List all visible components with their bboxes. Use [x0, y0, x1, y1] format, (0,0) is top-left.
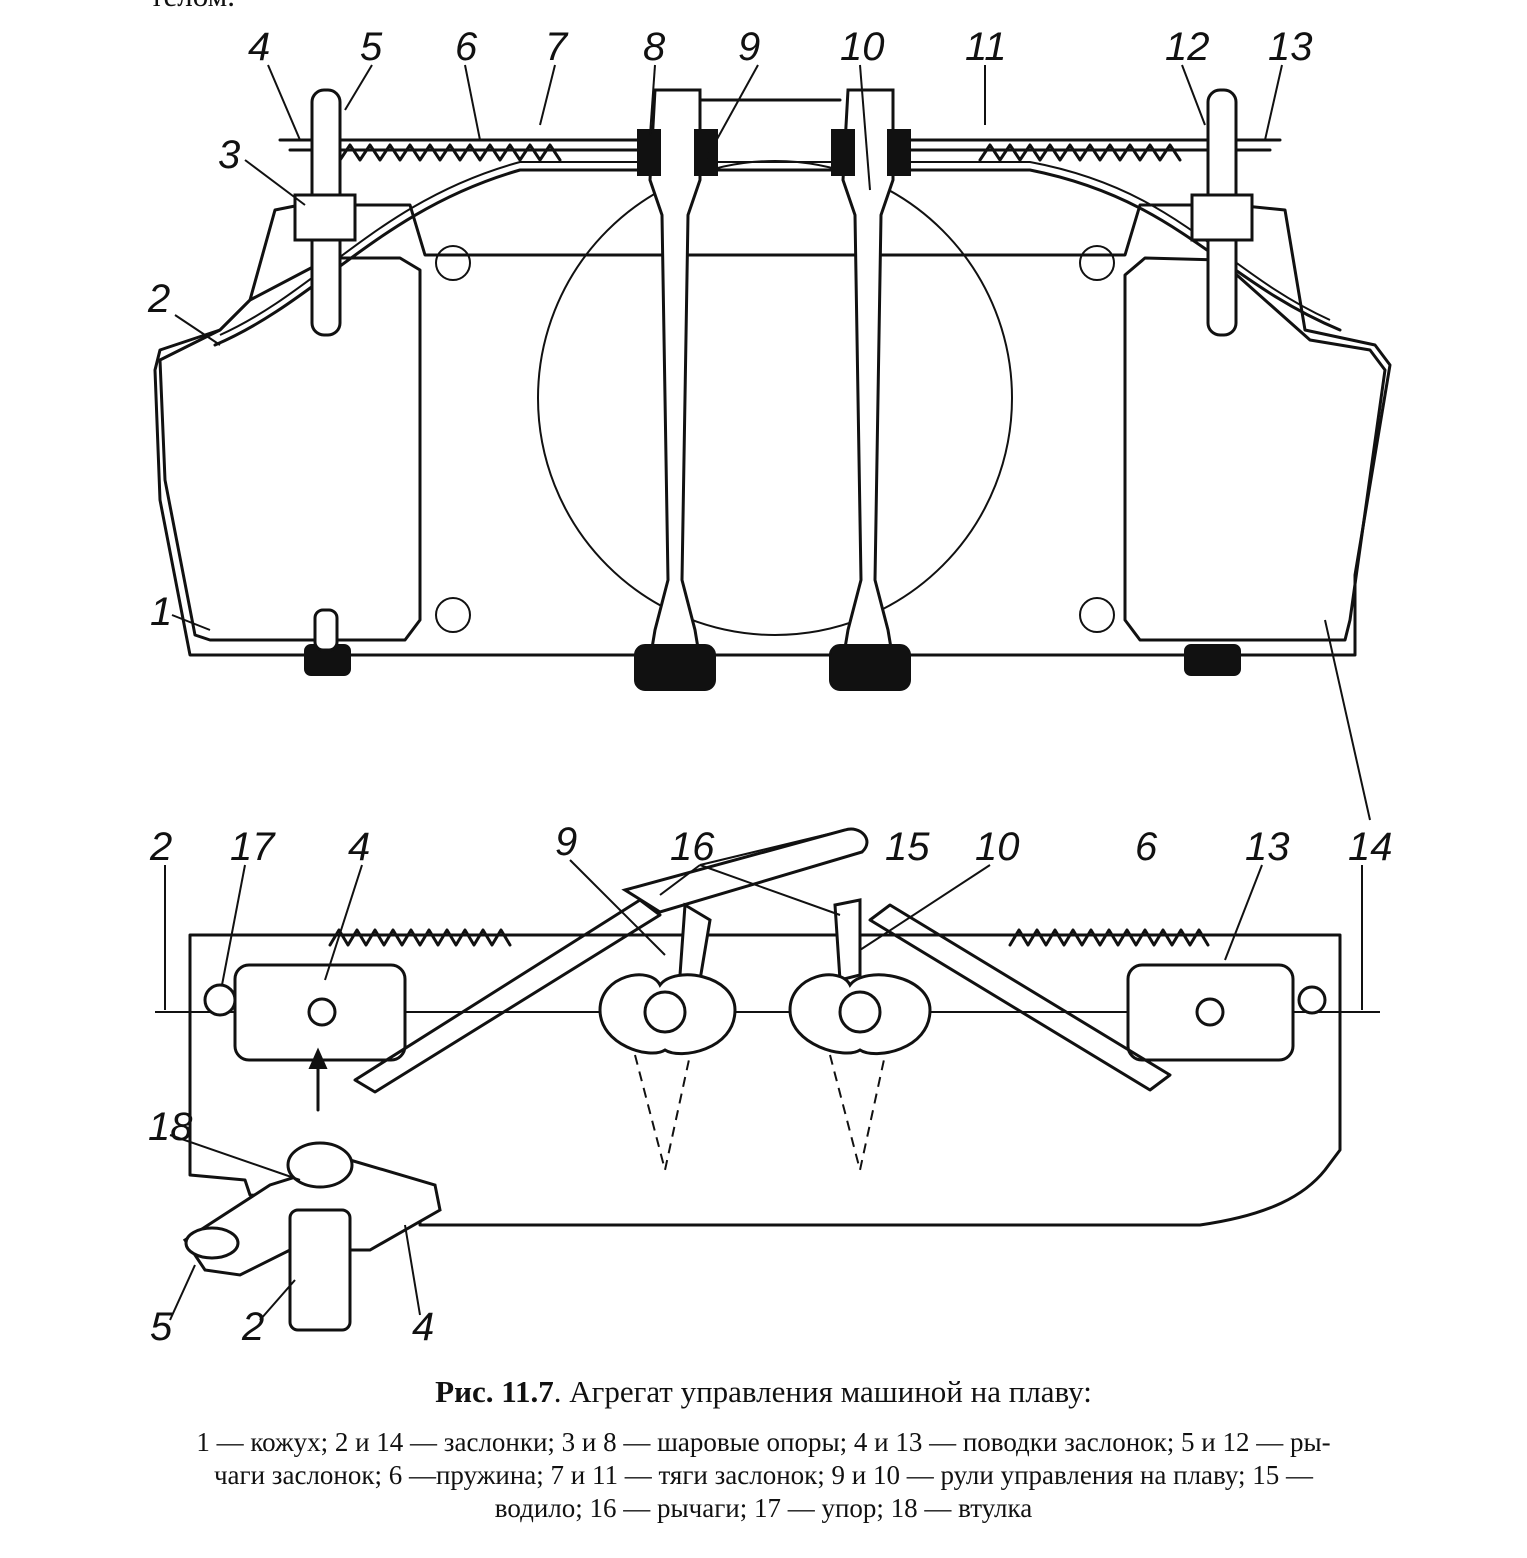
- ball-support: [694, 129, 718, 176]
- callout-2b: 2: [149, 825, 172, 869]
- lower-bushing: [634, 644, 716, 691]
- cowl-curve-inner: [219, 161, 1331, 336]
- spring-6-left: [328, 928, 512, 947]
- callout-13: 13: [1268, 25, 1313, 69]
- figure-caption: Рис. 11.7. Агрегат управления машиной на…: [60, 1372, 1467, 1525]
- carrier-15: [621, 827, 869, 914]
- callout-6b: 6: [1135, 825, 1158, 869]
- mount-hole: [435, 597, 471, 633]
- bushing-shaft: [288, 1208, 352, 1332]
- ball-support: [831, 129, 855, 176]
- lower-post: [313, 608, 339, 652]
- mount-hole: [435, 245, 471, 281]
- callout-2c: 2: [241, 1305, 264, 1349]
- lower-bushing: [829, 644, 911, 691]
- spring-6-right: [1008, 928, 1210, 947]
- side-view-assembly: 2 17 4 9 16 15 10 6 13 14 18 5 2 4: [148, 820, 1393, 1349]
- left-ball-joint: [293, 193, 357, 242]
- mount-hole: [1079, 245, 1115, 281]
- callout-10: 10: [840, 25, 885, 69]
- mount-hole: [1079, 597, 1115, 633]
- lever-eye: [184, 1226, 240, 1260]
- page-text-fragment: телом.: [150, 0, 235, 14]
- technical-drawing: 4 5 6 7 8 9 10 11 12 13 3 2 1: [147, 25, 1393, 1349]
- callout-3: 3: [218, 133, 240, 177]
- ball-support: [637, 129, 661, 176]
- stop-17: [203, 983, 237, 1017]
- callout-11: 11: [965, 25, 1007, 69]
- legend-line: чаги заслонок; 6 —пружина; 7 и 11 — тяги…: [213, 1460, 1314, 1490]
- callout-9b: 9: [555, 820, 577, 864]
- callout-4b: 4: [348, 825, 370, 869]
- callout-15: 15: [885, 825, 930, 869]
- housing-outline: [153, 203, 1392, 657]
- callout-13b: 13: [1245, 825, 1290, 869]
- rudder-9-blade: [634, 1054, 691, 1171]
- callout-5: 5: [360, 25, 383, 69]
- callout-1: 1: [150, 590, 172, 634]
- figure-title: . Агрегат управления машиной на плаву:: [553, 1374, 1092, 1409]
- right-ball-joint: [1190, 193, 1254, 242]
- central-opening: [537, 160, 1013, 636]
- rudder-9-hub: [643, 990, 687, 1034]
- callout-4c: 4: [412, 1305, 434, 1349]
- caption-legend: 1 — кожух; 2 и 14 — заслонки; 3 и 8 — ша…: [60, 1426, 1467, 1525]
- callout-5b: 5: [150, 1305, 173, 1349]
- rudder-10-hub: [838, 990, 882, 1034]
- flap-pivot-right: [1195, 997, 1225, 1027]
- rudder-10-blade: [829, 1054, 886, 1171]
- callout-17: 17: [230, 825, 276, 869]
- link-rod-right: [868, 903, 1172, 1092]
- lower-bushing: [1184, 644, 1241, 676]
- callout-16: 16: [670, 825, 715, 869]
- callout-18: 18: [148, 1105, 193, 1149]
- stop-right: [1297, 985, 1327, 1015]
- callout-7: 7: [545, 25, 569, 69]
- top-view-assembly: 4 5 6 7 8 9 10 11 12 13 3 2 1: [147, 25, 1392, 821]
- cowl-curve: [213, 168, 1342, 347]
- lever-16-left: [678, 902, 712, 982]
- callout-6: 6: [455, 25, 478, 69]
- bushing-top: [286, 1141, 354, 1189]
- legend-line: 1 — кожух; 2 и 14 — заслонки; 3 и 8 — ша…: [196, 1427, 1331, 1457]
- link-rod-left: [353, 898, 662, 1094]
- spring-left: [338, 143, 562, 162]
- callout-4: 4: [248, 25, 270, 69]
- callout-14: 14: [1348, 825, 1393, 869]
- caption-title: Рис. 11.7. Агрегат управления машиной на…: [60, 1372, 1467, 1412]
- callout-9: 9: [738, 25, 760, 69]
- flap-pivot-left: [307, 997, 337, 1027]
- ball-support: [887, 129, 911, 176]
- callout-12: 12: [1165, 25, 1210, 69]
- spring-right: [978, 143, 1182, 162]
- callout-10b: 10: [975, 825, 1020, 869]
- callout-8: 8: [643, 25, 666, 69]
- lever-16-right: [833, 898, 862, 982]
- left-flap: [158, 256, 422, 642]
- figure-number: Рис. 11.7: [435, 1374, 554, 1409]
- right-flap: [1123, 256, 1387, 642]
- callout-2: 2: [147, 277, 170, 321]
- legend-line: водило; 16 — рычаги; 17 — упор; 18 — вту…: [494, 1493, 1033, 1523]
